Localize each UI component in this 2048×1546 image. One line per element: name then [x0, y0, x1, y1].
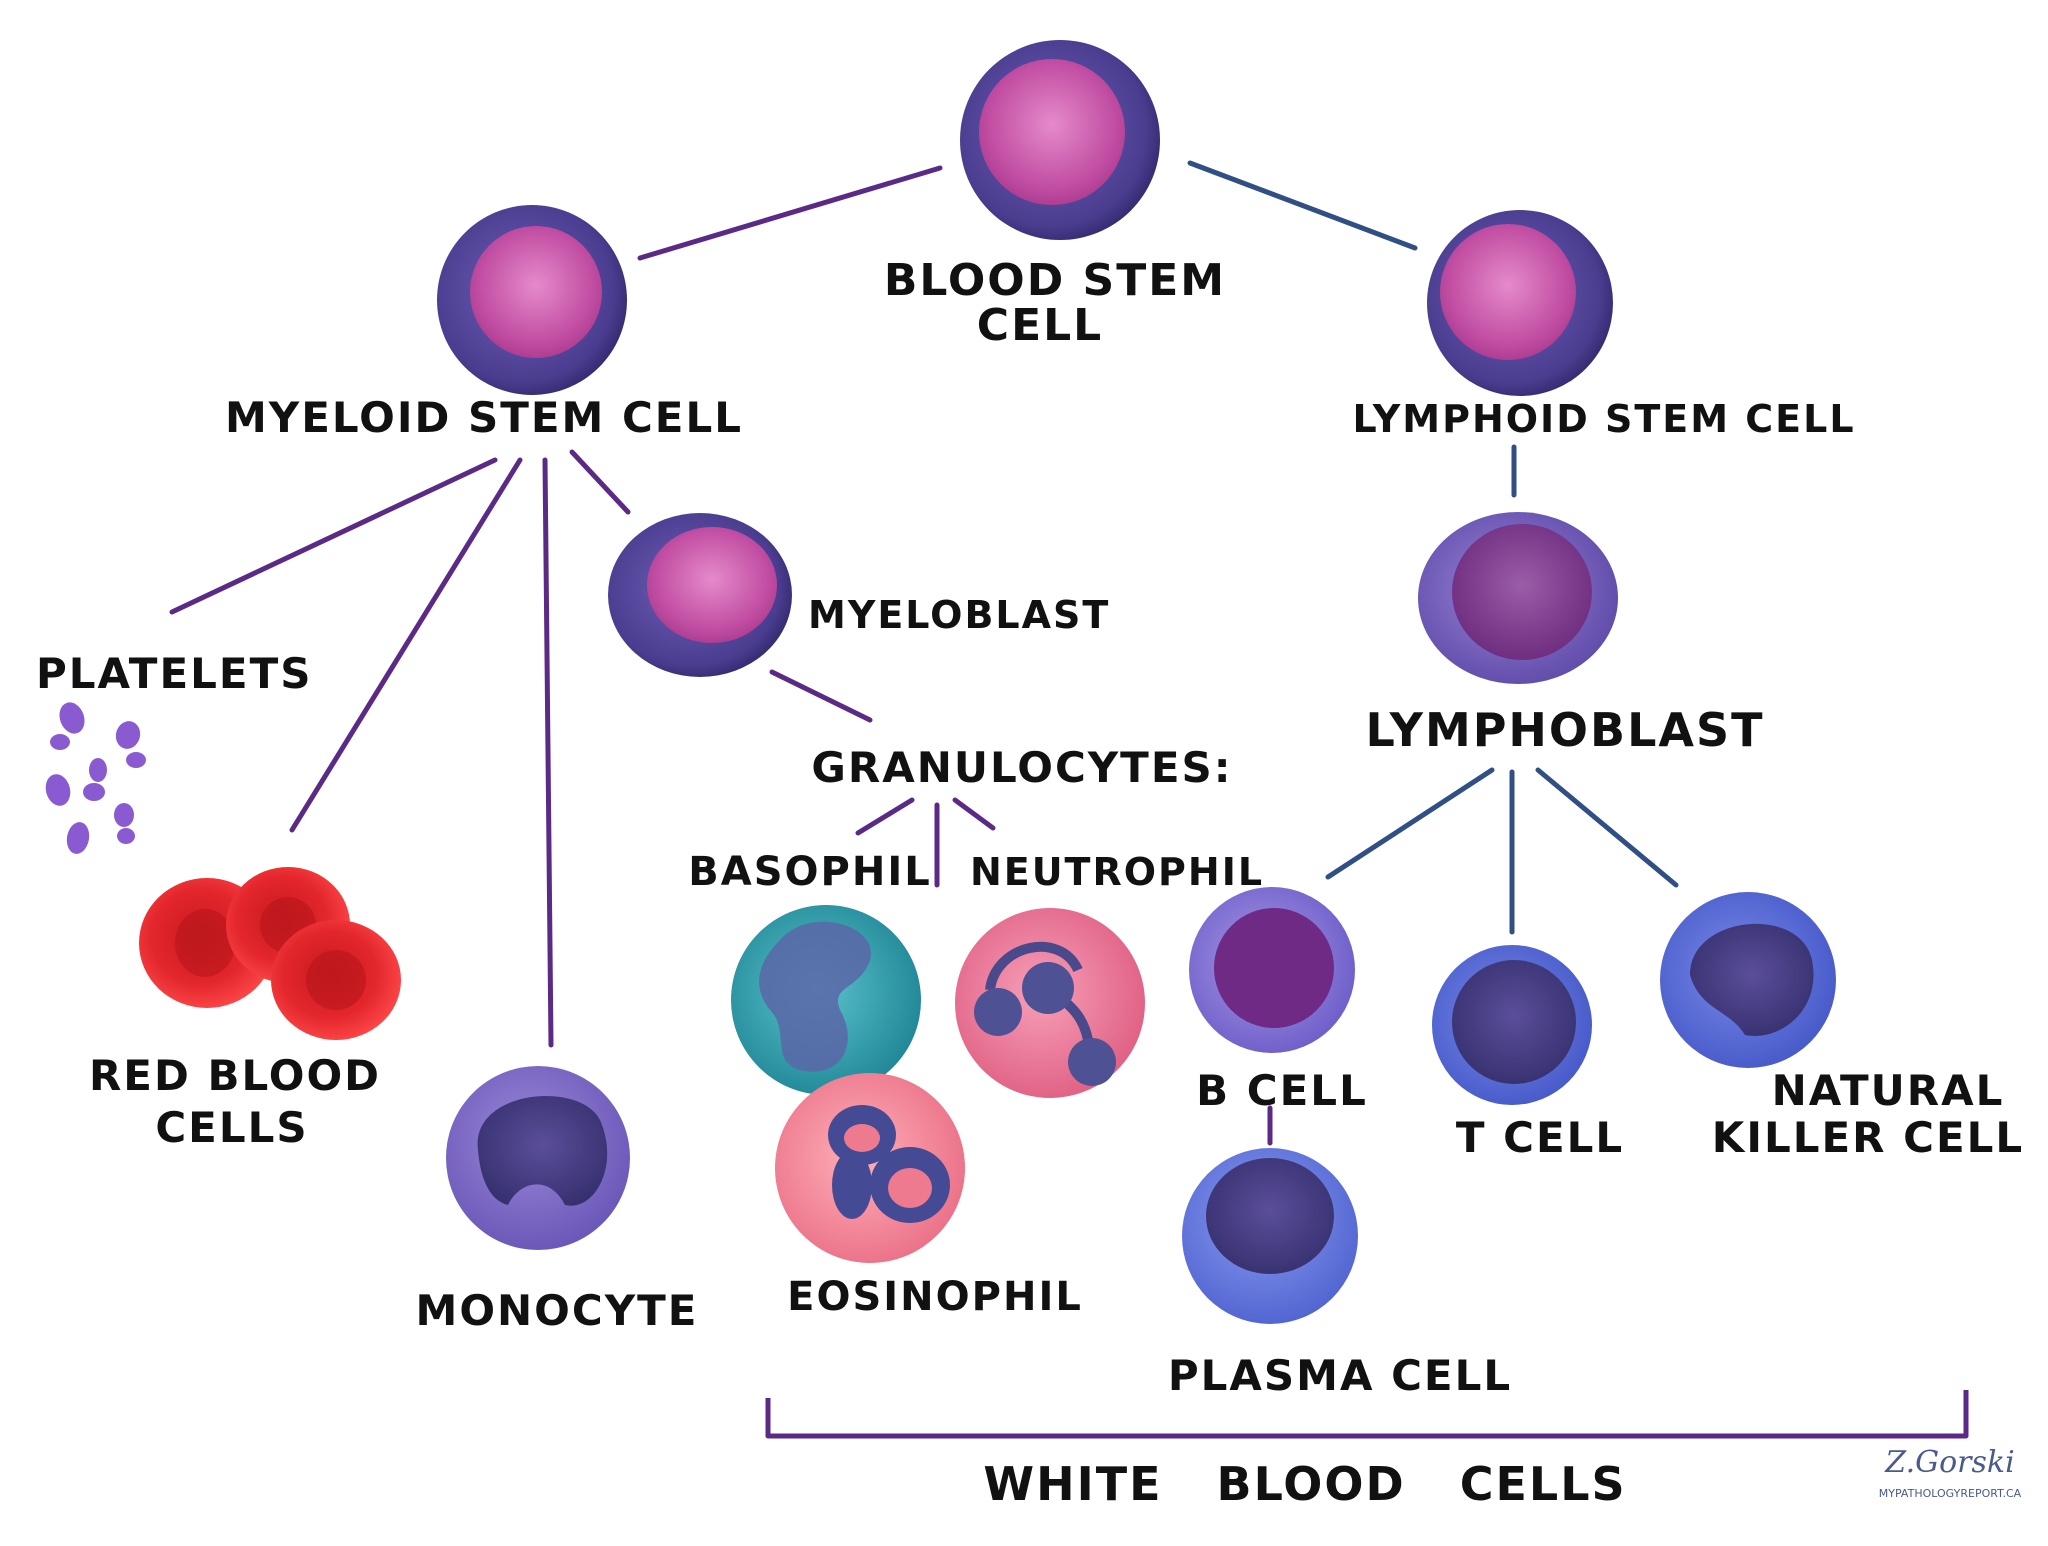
t-cell — [1432, 945, 1592, 1105]
label-natural-killer-cell-line1: NATURAL — [1772, 1066, 2005, 1115]
myeloid-stem-cell — [437, 205, 627, 395]
line-granulocytes-to-neutrophil — [952, 797, 996, 831]
basophil-cell — [731, 905, 921, 1095]
label-blood-stem-cell-line2: CELL — [977, 300, 1103, 351]
monocyte-cell — [446, 1066, 630, 1250]
label-myeloblast: MYELOBLAST — [808, 593, 1110, 637]
label-neutrophil: NEUTROPHIL — [970, 850, 1264, 894]
plasma-cell — [1182, 1148, 1358, 1324]
line-stem-to-lymphoid — [1187, 160, 1418, 251]
label-eosinophil: EOSINOPHIL — [787, 1274, 1083, 1320]
line-myeloid-to-rbc — [289, 457, 523, 833]
label-basophil: BASOPHIL — [688, 849, 931, 895]
label-lymphoid-stem-cell: LYMPHOID STEM CELL — [1352, 397, 1855, 441]
label-monocyte: MONOCYTE — [416, 1286, 699, 1335]
b-cell — [1189, 887, 1355, 1053]
label-b-cell: B CELL — [1196, 1066, 1368, 1115]
platelets-group — [45, 702, 146, 854]
label-myeloid-stem-cell: MYELOID STEM CELL — [225, 393, 743, 442]
signature-name: Z.Gorski — [1884, 1445, 2014, 1480]
label-lymphoblast: LYMPHOBLAST — [1365, 703, 1764, 757]
artist-signature: Z.Gorski MYPATHOLOGYREPORT.CA — [1879, 1445, 2022, 1500]
natural-killer-cell — [1660, 892, 1836, 1068]
lymphoid-stem-cell — [1427, 210, 1613, 396]
eosinophil-cell — [775, 1073, 965, 1263]
label-red-blood-cells-line2: CELLS — [155, 1103, 308, 1152]
connector-lines — [169, 160, 1679, 1146]
label-platelets: PLATELETS — [36, 649, 312, 698]
line-lymphoblast-to-bcell — [1325, 767, 1495, 880]
label-plasma-cell: PLASMA CELL — [1168, 1351, 1512, 1400]
line-granulocytes-to-basophil — [855, 797, 915, 836]
lymphoblast-cell — [1418, 512, 1618, 684]
label-red-blood-cells-line1: RED BLOOD — [89, 1051, 381, 1100]
label-natural-killer-cell-line2: KILLER CELL — [1712, 1113, 2024, 1162]
label-blood-stem-cell-line1: BLOOD STEM — [884, 255, 1226, 306]
red-blood-cells-group — [139, 867, 401, 1040]
line-myeloid-to-monocyte — [542, 457, 554, 1048]
label-white-blood-cells: WHITE BLOOD CELLS — [983, 1457, 1626, 1511]
line-stem-to-myeloid — [637, 165, 943, 261]
myeloblast-cell — [608, 513, 792, 677]
line-lymphoblast-to-nkcell — [1535, 767, 1679, 888]
label-t-cell: T CELL — [1456, 1113, 1624, 1162]
label-granulocytes: GRANULOCYTES: — [811, 743, 1232, 792]
line-myeloblast-to-granulocytes — [769, 669, 873, 723]
white-blood-cells-bracket — [765, 1390, 1969, 1439]
line-myeloid-to-platelets — [169, 457, 498, 615]
line-myeloid-to-myeloblast — [569, 449, 631, 515]
blood-stem-cell — [960, 40, 1160, 240]
neutrophil-cell — [955, 908, 1145, 1098]
labels: BLOOD STEM CELL MYELOID STEM CELL LYMPHO… — [36, 255, 2024, 1511]
signature-site: MYPATHOLOGYREPORT.CA — [1879, 1487, 2022, 1500]
